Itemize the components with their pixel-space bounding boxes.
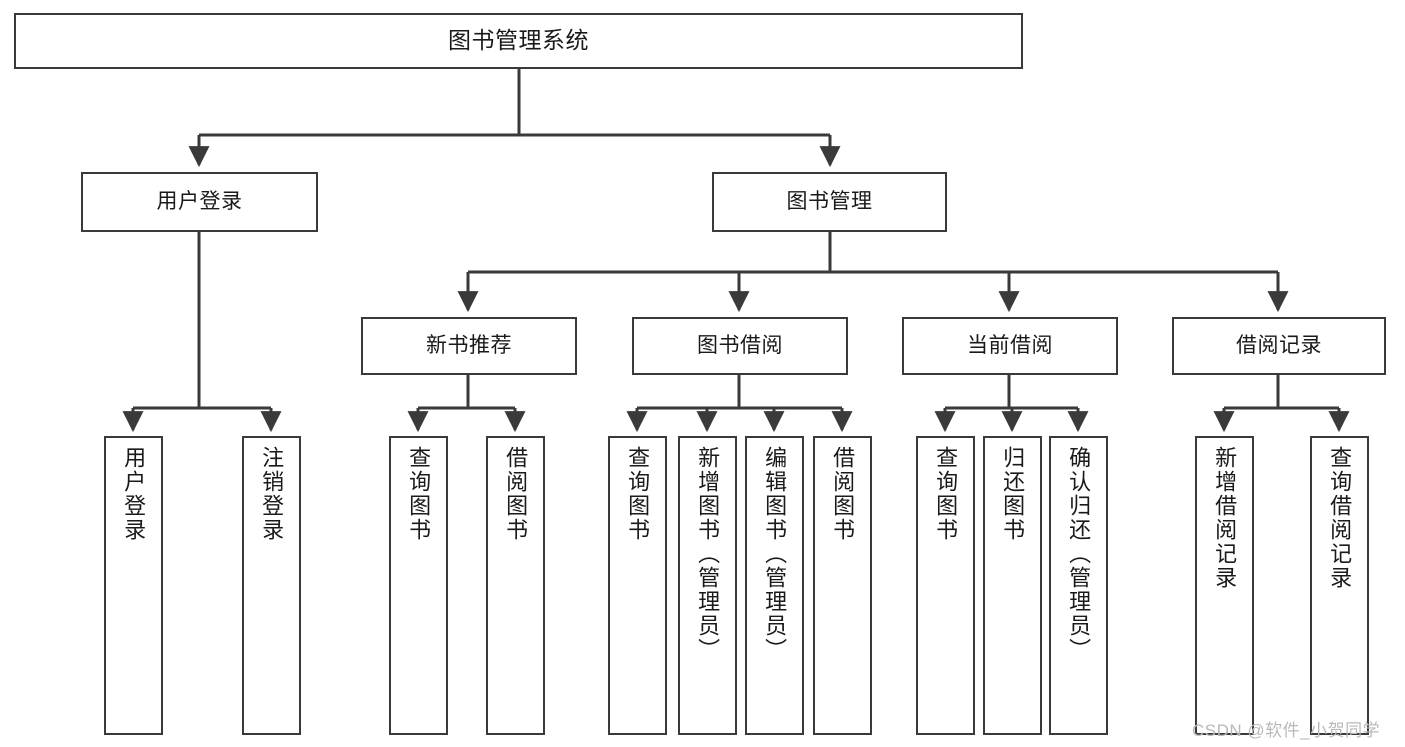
leaf-borrow-borrow-book[interactable]: 借阅图书 bbox=[813, 436, 872, 735]
leaf-recommend-borrow-book[interactable]: 借阅图书 bbox=[486, 436, 545, 735]
node-current-borrow[interactable]: 当前借阅 bbox=[902, 317, 1118, 375]
leaf-borrow-add-book-admin[interactable]: 新增图书（管理员） bbox=[678, 436, 737, 735]
node-new-book-recommend[interactable]: 新书推荐 bbox=[361, 317, 577, 375]
node-root-system[interactable]: 图书管理系统 bbox=[14, 13, 1023, 69]
node-label: 新增图书（管理员） bbox=[695, 446, 721, 662]
node-label: 当前借阅 bbox=[967, 333, 1053, 357]
node-book-management[interactable]: 图书管理 bbox=[712, 172, 947, 232]
node-label: 用户登录 bbox=[121, 446, 147, 542]
node-book-borrow[interactable]: 图书借阅 bbox=[632, 317, 848, 375]
node-label: 归还图书 bbox=[1000, 446, 1026, 542]
node-borrow-record[interactable]: 借阅记录 bbox=[1172, 317, 1386, 375]
node-label: 查询图书 bbox=[625, 446, 651, 542]
node-user-login[interactable]: 用户登录 bbox=[81, 172, 318, 232]
node-label: 借阅记录 bbox=[1236, 333, 1322, 357]
node-label: 查询借阅记录 bbox=[1327, 446, 1353, 590]
node-label: 确认归还（管理员） bbox=[1066, 446, 1092, 662]
node-label: 图书管理系统 bbox=[448, 27, 589, 54]
leaf-borrow-edit-book-admin[interactable]: 编辑图书（管理员） bbox=[745, 436, 804, 735]
leaf-record-query-record[interactable]: 查询借阅记录 bbox=[1310, 436, 1369, 735]
leaf-recommend-query-book[interactable]: 查询图书 bbox=[389, 436, 448, 735]
node-label: 借阅图书 bbox=[503, 446, 529, 542]
node-label: 新书推荐 bbox=[426, 333, 512, 357]
node-label: 注销登录 bbox=[259, 446, 285, 542]
leaf-record-add-record[interactable]: 新增借阅记录 bbox=[1195, 436, 1254, 735]
node-label: 用户登录 bbox=[156, 189, 243, 213]
node-label: 新增借阅记录 bbox=[1212, 446, 1238, 590]
node-label: 图书管理 bbox=[786, 189, 873, 213]
leaf-current-return-book[interactable]: 归还图书 bbox=[983, 436, 1042, 735]
leaf-borrow-query-book[interactable]: 查询图书 bbox=[608, 436, 667, 735]
node-label: 图书借阅 bbox=[697, 333, 783, 357]
node-label: 查询图书 bbox=[406, 446, 432, 542]
node-label: 查询图书 bbox=[933, 446, 959, 542]
watermark-text: CSDN @软件_小贺同学 bbox=[1192, 721, 1381, 740]
leaf-current-confirm-return-admin[interactable]: 确认归还（管理员） bbox=[1049, 436, 1108, 735]
leaf-current-query-book[interactable]: 查询图书 bbox=[916, 436, 975, 735]
node-label: 借阅图书 bbox=[830, 446, 856, 542]
leaf-user-login-logout[interactable]: 注销登录 bbox=[242, 436, 301, 735]
node-label: 编辑图书（管理员） bbox=[762, 446, 788, 662]
leaf-user-login-login[interactable]: 用户登录 bbox=[104, 436, 163, 735]
